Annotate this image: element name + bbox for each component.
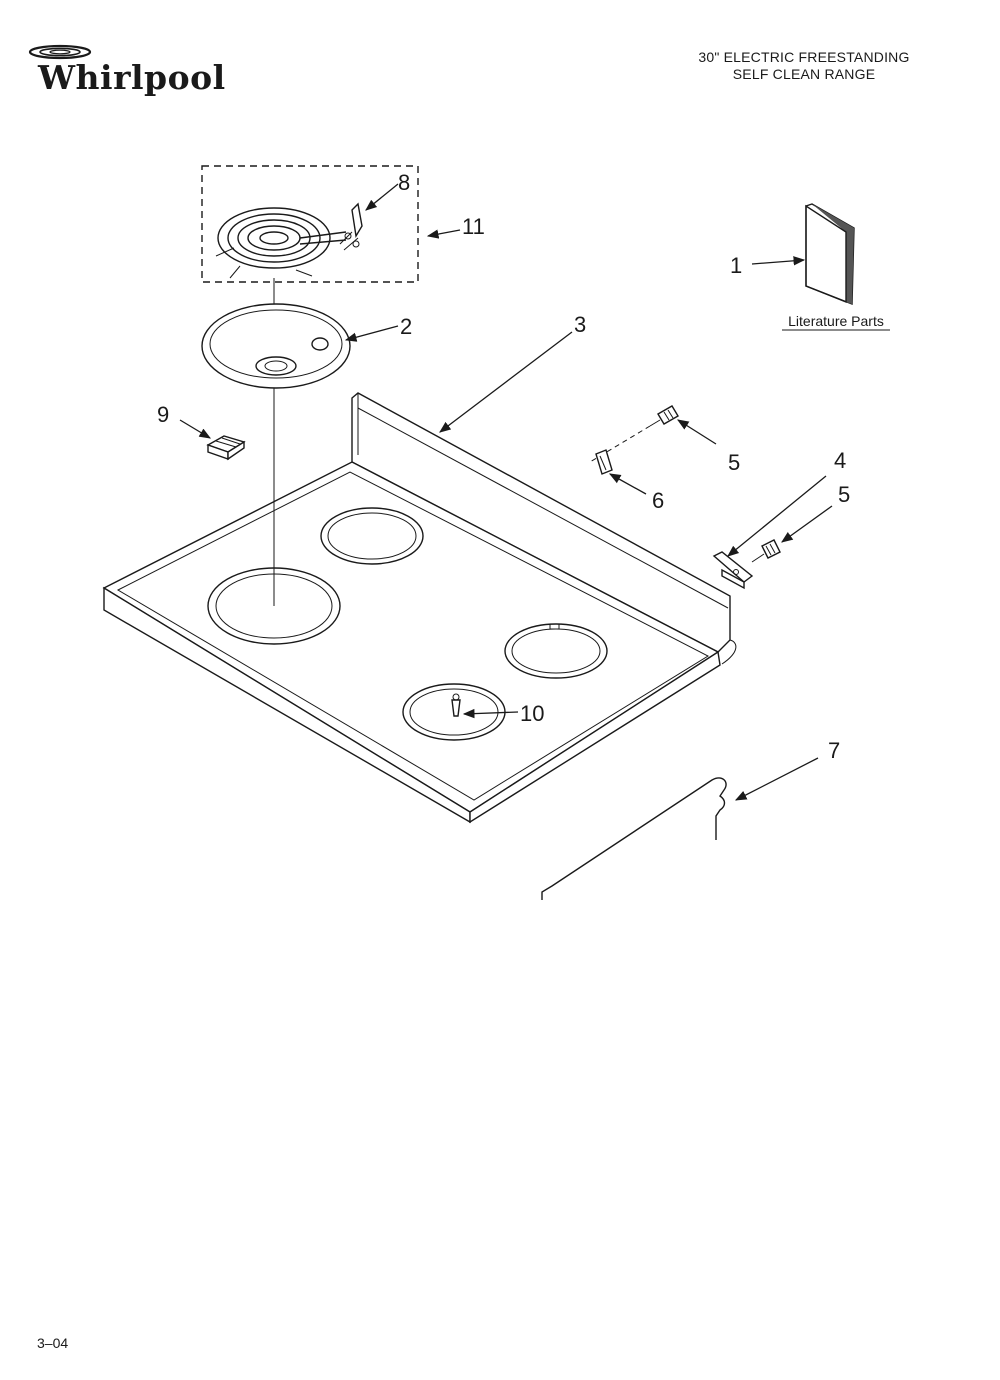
arrow-4 [727,475,827,557]
callout-5-lower: 5 [838,482,850,507]
title-line-2: SELF CLEAN RANGE [732,66,876,82]
wire-rod [541,777,727,900]
screw-part-10 [451,693,461,717]
page-title: 30" ELECTRIC FREESTANDING SELF CLEAN RAN… [654,49,954,83]
terminal-block-part-8 [339,202,363,251]
callout-2: 2 [400,314,412,339]
literature-parts-label: Literature Parts [788,313,884,329]
surface-element-coil [215,207,347,279]
whirlpool-swirl-logo-icon [28,44,92,60]
logo-wordmark: Whirlpool [38,58,226,97]
callout-3: 3 [574,312,586,337]
literature-booklet [805,203,855,306]
arrow-5-lower [781,505,833,543]
callout-5-upper: 5 [728,450,740,475]
arrow-6 [608,473,647,495]
callout-4: 4 [834,448,846,473]
callout-9: 9 [157,402,169,427]
arrow-8 [365,183,399,211]
mounting-clip [595,449,613,475]
burner-opening-right-rear [504,623,608,679]
arrow-1 [751,256,806,266]
element-kit-dashed-box [201,165,419,283]
drip-bowl [201,303,351,389]
element-receptacle [206,435,246,461]
callout-8: 8 [398,170,410,195]
burner-opening-left-rear [320,507,424,565]
arrow-2 [344,325,399,342]
callout-1: 1 [730,253,742,278]
callout-6: 6 [652,488,664,513]
arrow-10 [462,708,519,719]
title-line-1: 30" ELECTRIC FREESTANDING [698,49,910,65]
arrow-7 [734,757,819,801]
arrow-9 [179,419,212,439]
callout-10: 10 [520,701,544,726]
screw-upper [649,405,679,427]
callout-7: 7 [828,738,840,763]
arrow-11 [426,229,461,239]
callout-11: 11 [462,214,485,239]
bracket [712,551,754,590]
screw-lower [751,539,781,563]
arrow-3 [439,331,573,433]
page-code: 3–04 [37,1335,69,1351]
arrow-5-upper [677,419,717,445]
cooktop-main-top [102,392,737,824]
whirlpool-logo: Whirlpool [20,38,225,104]
